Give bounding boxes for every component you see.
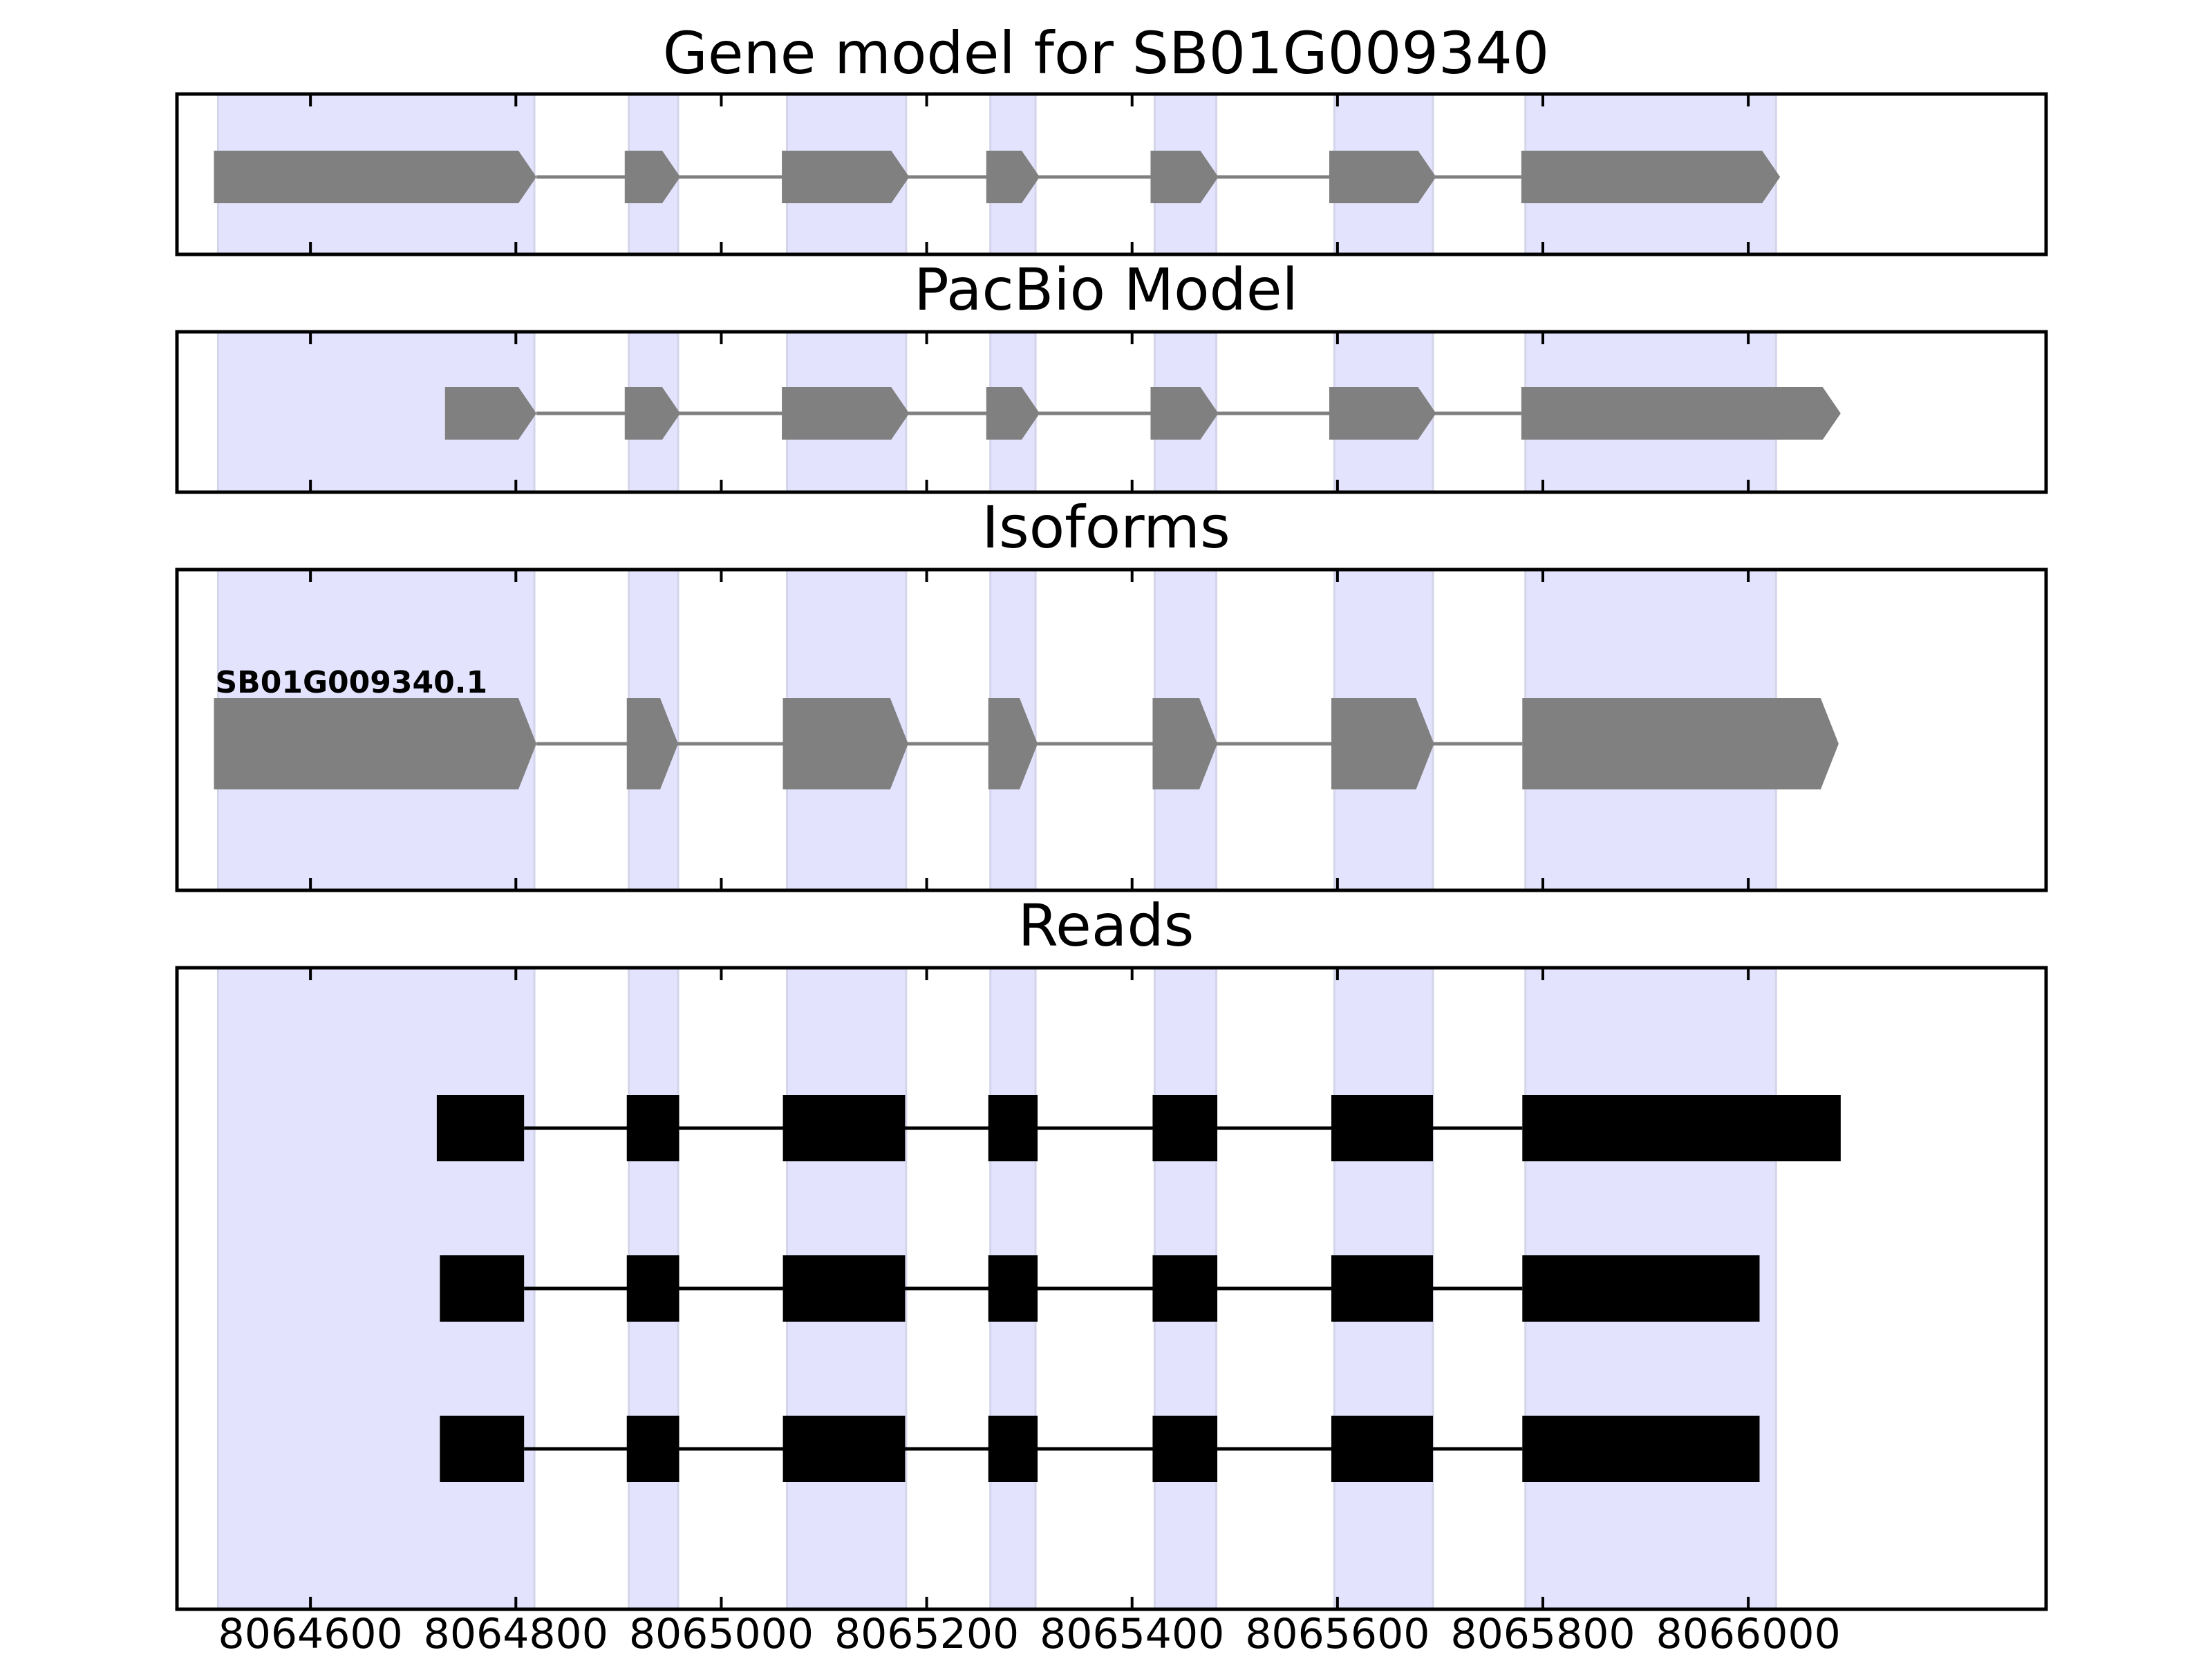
pacbio-model-panel-title: PacBio Model	[914, 256, 1298, 324]
read-exon-6	[1331, 1416, 1434, 1482]
exon-arrow-2	[626, 698, 679, 789]
read-exon-4	[988, 1255, 1038, 1322]
x-tick-label: 8065600	[1245, 1610, 1430, 1658]
read-exon-7	[1522, 1416, 1760, 1482]
gene-model-ticks	[309, 94, 1750, 254]
reads-panel-title: Reads	[1018, 892, 1194, 959]
read-exon-2	[626, 1416, 679, 1482]
read-exon-5	[1152, 1416, 1218, 1482]
exon-arrow-1	[214, 698, 536, 789]
exon-arrow-6	[1329, 387, 1436, 440]
exon-arrow-5	[1152, 698, 1218, 789]
pacbio-model-panel: PacBio Model	[175, 256, 2048, 494]
read-exon-3	[782, 1255, 906, 1322]
isoform-label: SB01G009340.1	[215, 665, 487, 700]
exon-arrow-3	[782, 698, 908, 789]
isoforms-ticks	[309, 570, 1750, 890]
exon-arrow-5	[1150, 151, 1219, 203]
read-exon-1	[436, 1095, 525, 1161]
isoforms-panel: Isoforms SB01G009340.1	[175, 494, 2048, 892]
read-exon-6	[1331, 1095, 1434, 1161]
pacbio-model-features	[444, 387, 1841, 440]
x-tick-label: 8065800	[1450, 1610, 1635, 1658]
read-exon-3	[782, 1095, 906, 1161]
exon-arrow-6	[1331, 698, 1434, 789]
gene-model-features	[214, 151, 1781, 203]
gene-model-frame	[175, 92, 2048, 256]
isoforms-features: SB01G009340.1	[214, 665, 1839, 789]
x-tick-label: 8065400	[1040, 1610, 1224, 1658]
exon-arrow-3	[782, 151, 910, 203]
read-exon-4	[988, 1095, 1038, 1161]
x-tick-label: 8065000	[629, 1610, 814, 1658]
reads-ticks	[309, 968, 1750, 1609]
exon-arrow-5	[1150, 387, 1219, 440]
isoforms-panel-title: Isoforms	[982, 494, 1230, 561]
read-exon-3	[782, 1416, 906, 1482]
read-exon-2	[626, 1255, 679, 1322]
x-tick-label: 8064600	[218, 1610, 403, 1658]
read-exon-5	[1152, 1095, 1218, 1161]
read-exon-7	[1522, 1095, 1841, 1161]
pacbio-model-ticks	[309, 332, 1750, 492]
read-exon-5	[1152, 1255, 1218, 1322]
exon-arrow-4	[986, 151, 1040, 203]
x-axis-tick-labels: 8064600 8064800 8065000 8065200 8065400 80656…	[218, 1610, 1841, 1658]
reads-frame	[175, 966, 2048, 1611]
exon-arrow-7	[1521, 151, 1781, 203]
gene-model-panel-title: Gene model for SB01G009340	[663, 19, 1549, 87]
gene-model-panel: Gene model for SB01G009340	[175, 19, 2048, 256]
reads-features	[436, 1095, 1841, 1482]
pacbio-model-frame	[175, 330, 2048, 494]
read-exon-2	[626, 1095, 679, 1161]
isoforms-frame	[175, 568, 2048, 892]
exon-arrow-3	[782, 387, 910, 440]
exon-arrow-1	[214, 151, 536, 203]
read-exon-1	[440, 1416, 525, 1482]
read-exon-7	[1522, 1255, 1760, 1322]
read-exon-4	[988, 1416, 1038, 1482]
exon-arrow-4	[986, 387, 1040, 440]
exon-arrow-2	[624, 151, 680, 203]
exon-arrow-7	[1521, 387, 1841, 440]
exon-arrow-4	[988, 698, 1038, 789]
reads-panel: Reads	[175, 892, 2048, 1611]
exon-arrow-6	[1329, 151, 1436, 203]
x-tick-label: 8066000	[1656, 1610, 1841, 1658]
exon-arrow-1	[444, 387, 536, 440]
x-tick-label: 8065200	[834, 1610, 1019, 1658]
x-tick-label: 8064800	[424, 1610, 608, 1658]
exon-arrow-7	[1522, 698, 1839, 789]
exon-arrow-2	[624, 387, 680, 440]
read-exon-6	[1331, 1255, 1434, 1322]
read-exon-1	[440, 1255, 525, 1322]
